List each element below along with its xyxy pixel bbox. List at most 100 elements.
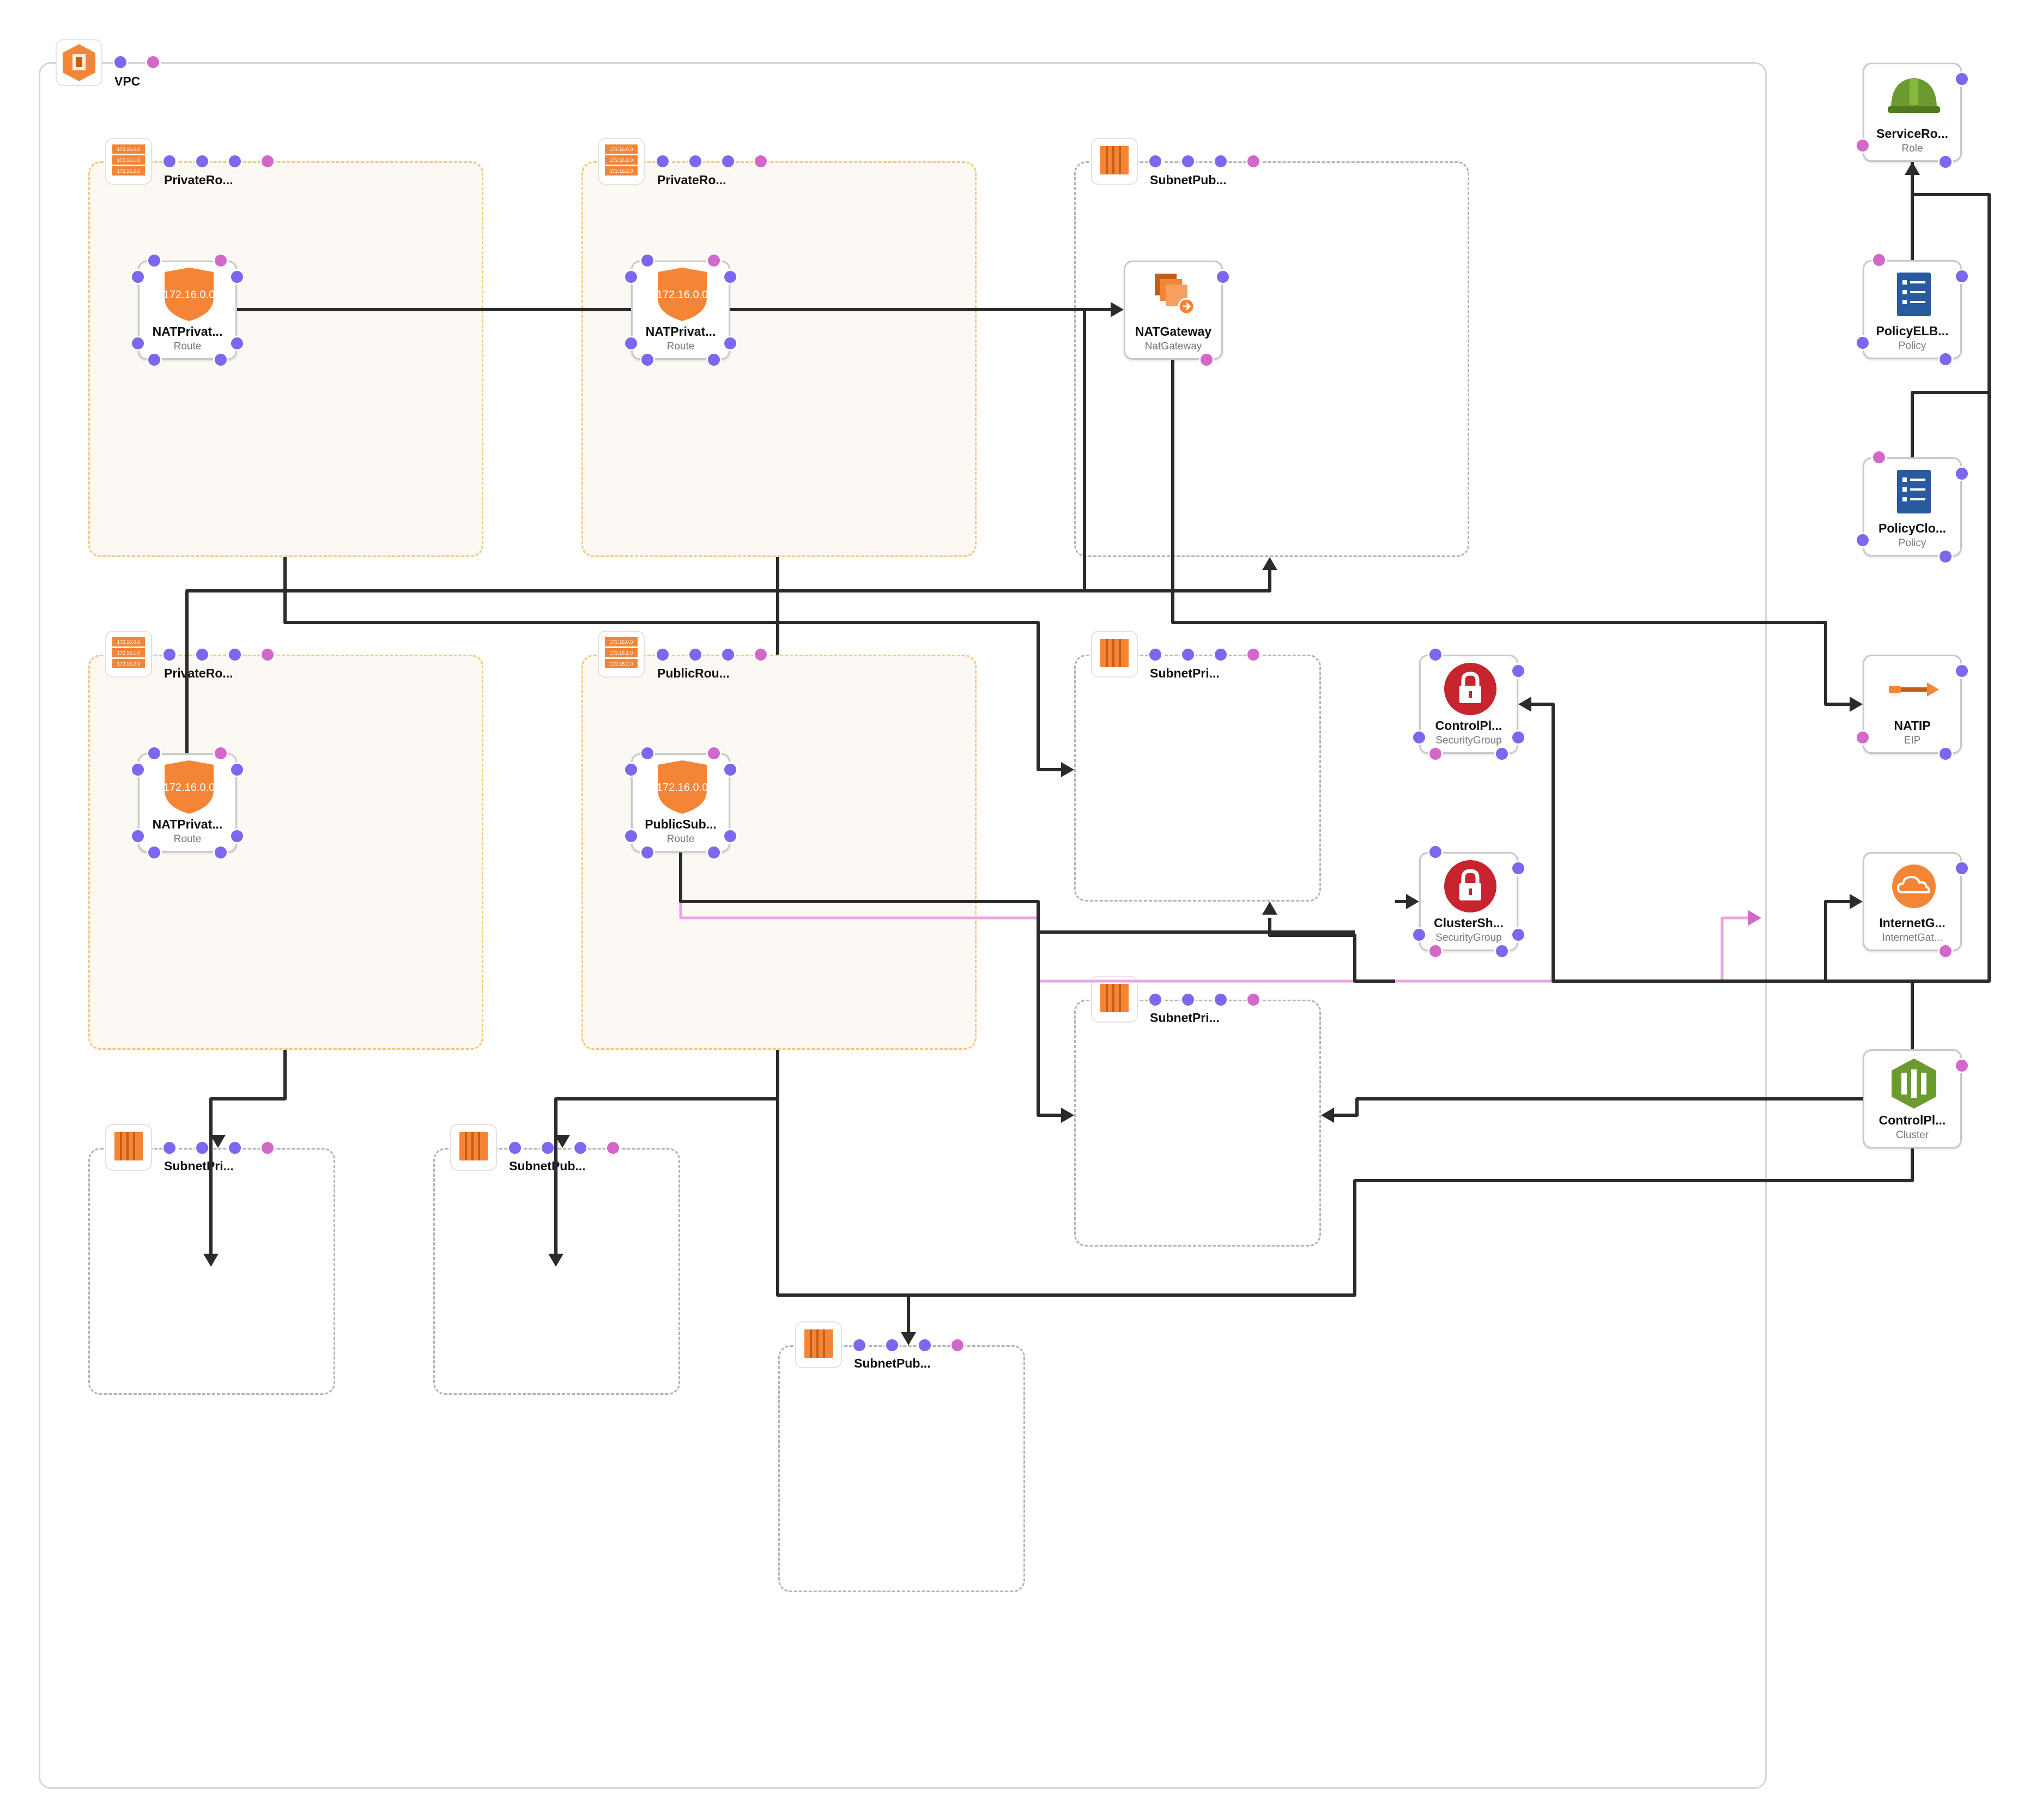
output-port[interactable] — [706, 746, 722, 761]
input-port[interactable] — [720, 154, 736, 169]
output-port[interactable] — [950, 1338, 965, 1353]
service-role-node[interactable]: ServiceRo... Role — [1863, 63, 1962, 162]
input-port[interactable] — [147, 352, 162, 367]
input-port[interactable] — [852, 1338, 867, 1353]
input-port[interactable] — [723, 762, 738, 777]
cluster-security-group-node[interactable]: ClusterSh... SecurityGroup — [1419, 852, 1518, 951]
input-port[interactable] — [1938, 154, 1953, 170]
control-plane-security-group-node[interactable]: ControlPl... SecurityGroup — [1419, 655, 1518, 754]
input-port[interactable] — [917, 1338, 932, 1353]
subnet-container[interactable] — [778, 1345, 1025, 1592]
input-port[interactable] — [213, 845, 228, 860]
input-port[interactable] — [640, 253, 655, 268]
nat-ip-node[interactable]: NATIP EIP — [1863, 655, 1962, 754]
input-port[interactable] — [720, 647, 736, 662]
input-port[interactable] — [688, 154, 703, 169]
input-port[interactable] — [1494, 944, 1510, 959]
policy-elb-node[interactable]: PolicyELB... Policy — [1863, 260, 1962, 359]
output-port[interactable] — [605, 1140, 621, 1156]
output-port[interactable] — [1954, 1058, 1970, 1073]
route-node[interactable]: 172.16.0.0 NATPrivat... Route — [631, 261, 730, 360]
input-port[interactable] — [227, 647, 243, 662]
input-port[interactable] — [723, 269, 738, 285]
input-port[interactable] — [1511, 861, 1526, 876]
output-port[interactable] — [1246, 154, 1261, 169]
input-port[interactable] — [229, 829, 245, 844]
route-node[interactable]: 172.16.0.0 NATPrivat... Route — [138, 753, 237, 852]
input-port[interactable] — [1428, 647, 1443, 662]
input-port[interactable] — [130, 762, 146, 777]
output-port[interactable] — [1938, 944, 1953, 959]
input-port[interactable] — [723, 336, 738, 351]
input-port[interactable] — [162, 154, 177, 169]
input-port[interactable] — [1411, 730, 1427, 745]
input-port[interactable] — [147, 746, 162, 761]
policy-cloud-node[interactable]: PolicyClo... Policy — [1863, 457, 1962, 557]
input-port[interactable] — [640, 352, 655, 367]
input-port[interactable] — [573, 1140, 588, 1156]
output-port[interactable] — [1871, 450, 1887, 465]
input-port[interactable] — [1954, 663, 1970, 679]
input-port[interactable] — [623, 336, 639, 351]
input-port[interactable] — [213, 352, 228, 367]
input-port[interactable] — [1938, 352, 1953, 367]
input-port[interactable] — [1148, 992, 1163, 1007]
input-port[interactable] — [623, 269, 639, 285]
input-port[interactable] — [147, 845, 162, 860]
input-port[interactable] — [1511, 730, 1526, 745]
input-port[interactable] — [1855, 533, 1870, 548]
output-port[interactable] — [1855, 730, 1870, 745]
input-port[interactable] — [162, 1140, 177, 1156]
input-port[interactable] — [640, 746, 655, 761]
input-port[interactable] — [640, 845, 655, 860]
input-port[interactable] — [1855, 335, 1870, 350]
subnet-container[interactable] — [88, 1148, 335, 1395]
output-port[interactable] — [1428, 746, 1443, 761]
input-port[interactable] — [1954, 861, 1970, 876]
input-port[interactable] — [1213, 154, 1228, 169]
input-port[interactable] — [1511, 927, 1526, 942]
route-node[interactable]: 172.16.0.0 PublicSub... Route — [631, 753, 730, 852]
input-port[interactable] — [1148, 154, 1163, 169]
input-port[interactable] — [655, 647, 670, 662]
input-port[interactable] — [1938, 746, 1953, 761]
input-port[interactable] — [229, 762, 245, 777]
input-port[interactable] — [130, 829, 146, 844]
input-port[interactable] — [227, 1140, 243, 1156]
control-plane-cluster-node[interactable]: ControlPl... Cluster — [1863, 1049, 1962, 1148]
input-port[interactable] — [1411, 927, 1427, 942]
input-port[interactable] — [1213, 647, 1228, 662]
route-node[interactable]: 172.16.0.0 NATPrivat... Route — [138, 261, 237, 360]
input-port[interactable] — [113, 55, 128, 70]
input-port[interactable] — [1180, 647, 1196, 662]
input-port[interactable] — [130, 336, 146, 351]
input-port[interactable] — [688, 647, 703, 662]
output-port[interactable] — [1428, 944, 1443, 959]
output-port[interactable] — [146, 55, 161, 70]
input-port[interactable] — [1954, 466, 1970, 481]
input-port[interactable] — [540, 1140, 555, 1156]
input-port[interactable] — [507, 1140, 523, 1156]
output-port[interactable] — [260, 154, 275, 169]
internet-gateway-node[interactable]: InternetG... InternetGat... — [1863, 852, 1962, 951]
input-port[interactable] — [1148, 647, 1163, 662]
subnet-container[interactable] — [1074, 655, 1321, 902]
input-port[interactable] — [229, 269, 245, 285]
output-port[interactable] — [1199, 352, 1214, 367]
input-port[interactable] — [1215, 269, 1231, 285]
output-port[interactable] — [1855, 138, 1870, 153]
input-port[interactable] — [623, 829, 639, 844]
input-port[interactable] — [1213, 992, 1228, 1007]
output-port[interactable] — [260, 1140, 275, 1156]
input-port[interactable] — [1954, 71, 1970, 87]
output-port[interactable] — [1246, 647, 1261, 662]
output-port[interactable] — [706, 253, 722, 268]
output-port[interactable] — [753, 154, 768, 169]
input-port[interactable] — [706, 845, 722, 860]
output-port[interactable] — [213, 253, 228, 268]
input-port[interactable] — [884, 1338, 900, 1353]
output-port[interactable] — [1246, 992, 1261, 1007]
input-port[interactable] — [706, 352, 722, 367]
input-port[interactable] — [623, 762, 639, 777]
input-port[interactable] — [162, 647, 177, 662]
